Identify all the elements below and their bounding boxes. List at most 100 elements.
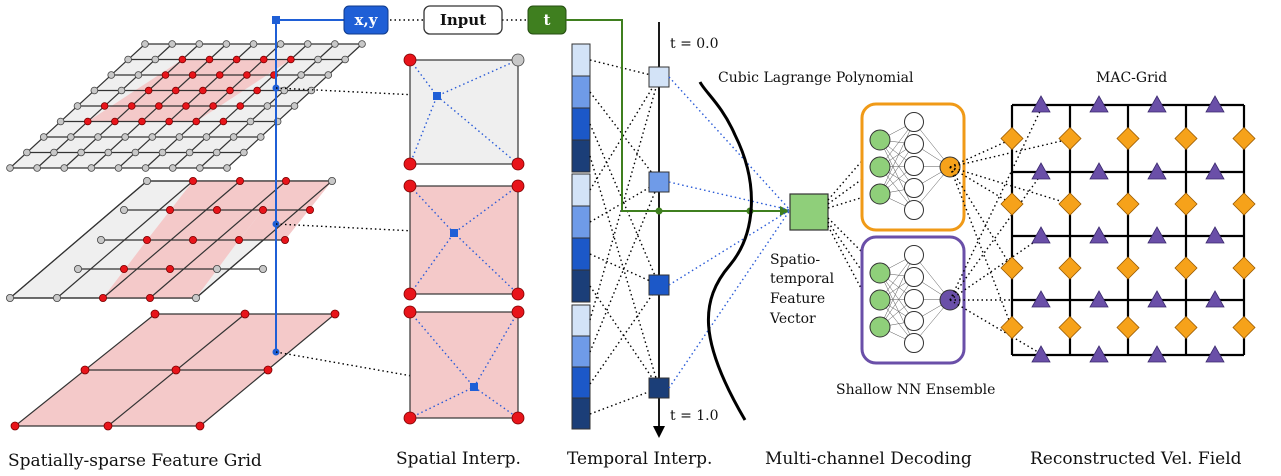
feature-grid-stack xyxy=(6,40,366,431)
v-velocity-triangle xyxy=(1089,345,1109,363)
u-velocity-diamond xyxy=(1174,192,1198,216)
fine-grid-node xyxy=(94,133,102,141)
nn-input-node xyxy=(869,316,891,338)
fine-grid-node xyxy=(199,86,207,95)
input-label: Input xyxy=(440,11,486,29)
fine-grid-node xyxy=(205,55,214,64)
fine-grid-node xyxy=(297,71,305,79)
nn-network-u xyxy=(869,112,961,220)
coarse-grid-nodes xyxy=(10,309,340,431)
fine-grid-node xyxy=(192,117,201,126)
fine-grid-node xyxy=(168,164,177,172)
xy-input-box: x,y xyxy=(343,5,389,35)
feature-vector-line-1: Spatio- xyxy=(770,252,820,268)
fine-grid-node xyxy=(185,148,194,157)
coarse-grid xyxy=(10,309,340,431)
v-velocity-triangle xyxy=(1205,162,1225,180)
v-velocity-triangle xyxy=(1147,95,1167,113)
caption-decoding: Multi-channel Decoding xyxy=(765,449,972,469)
fine-grid-node xyxy=(138,117,146,126)
fine-grid-node xyxy=(290,102,299,110)
fine-grid-node xyxy=(107,71,116,79)
fine-grid-node xyxy=(259,55,268,64)
fine-grid-node xyxy=(212,148,221,157)
caption-vel-field: Reconstructed Vel. Field xyxy=(1030,449,1242,469)
feature-vector-box xyxy=(789,193,829,231)
v-velocity-triangle xyxy=(1031,226,1051,244)
t-label: t xyxy=(544,11,551,29)
u-velocity-diamond xyxy=(1116,126,1140,151)
u-velocity-diamond xyxy=(1174,315,1198,340)
polynomial-label: Cubic Lagrange Polynomial xyxy=(718,70,914,86)
fine-grid-node xyxy=(249,40,258,48)
u-velocity-diamond xyxy=(1000,126,1024,151)
feature-vector-columns xyxy=(571,43,591,430)
v-velocity-triangle xyxy=(1205,226,1225,244)
v-velocity-triangle xyxy=(1089,290,1109,308)
fine-grid-node xyxy=(263,102,272,110)
caption-spatial-interp: Spatial Interp. xyxy=(396,449,521,469)
input-box: Input xyxy=(423,5,503,35)
fine-grid-node xyxy=(253,86,261,95)
fine-grid-node xyxy=(77,148,85,157)
fine-grid-node xyxy=(141,164,150,172)
nn-input-node xyxy=(869,262,891,284)
v-velocity-triangle xyxy=(1205,290,1225,308)
u-velocity-diamond xyxy=(1232,315,1256,340)
u-velocity-diamond xyxy=(1174,256,1198,280)
fine-grid-node xyxy=(171,86,180,95)
fine-grid-node xyxy=(229,133,238,141)
v-velocity-triangle xyxy=(1031,95,1051,113)
fine-grid-node xyxy=(134,71,143,79)
time-axis: t = 0.0 t = 1.0 xyxy=(648,22,719,438)
fine-grid-node xyxy=(215,71,224,79)
v-velocity-triangle xyxy=(1205,95,1225,113)
nn-input-node xyxy=(869,129,891,151)
caption-temporal-interp: Temporal Interp. xyxy=(567,449,712,469)
v-velocity-triangle xyxy=(1147,290,1167,308)
fine-grid-node xyxy=(303,40,312,48)
lagrange-curve xyxy=(698,81,753,421)
fine-grid-node xyxy=(182,102,190,110)
fine-grid-node xyxy=(219,117,228,126)
nn-hidden-node xyxy=(904,200,924,220)
fine-grid-node xyxy=(324,71,333,79)
fine-grid-node xyxy=(83,117,92,126)
u-velocity-diamond xyxy=(1058,315,1082,340)
v-velocity-triangle xyxy=(1147,345,1167,363)
feature-vector-line-2: temporal xyxy=(770,271,835,287)
v-velocity-triangle xyxy=(1205,345,1225,363)
fine-grid-node xyxy=(117,86,126,95)
fine-grid-node xyxy=(56,117,65,126)
nn-hidden-node xyxy=(904,267,924,287)
u-velocity-diamond xyxy=(1232,256,1256,280)
feature-vector-label: Spatio- temporal Feature Vector xyxy=(769,252,835,327)
v-velocity-triangle xyxy=(1147,162,1167,180)
u-velocity-diamond xyxy=(1116,256,1140,280)
fine-grid-node xyxy=(276,40,285,48)
fine-grid-node xyxy=(67,133,75,141)
fine-grid-node xyxy=(331,40,339,48)
nn-hidden-node xyxy=(904,289,924,309)
u-velocity-diamond xyxy=(1000,256,1024,280)
fine-grid-node xyxy=(175,133,184,141)
fine-grid-node xyxy=(60,164,69,172)
caption-feature-grid: Spatially-sparse Feature Grid xyxy=(8,451,262,471)
nn-input-node xyxy=(869,156,891,178)
v-velocity-triangle xyxy=(1089,162,1109,180)
t-start-label: t = 0.0 xyxy=(670,36,719,52)
fine-grid-node xyxy=(358,40,366,48)
fine-grid-node xyxy=(121,133,129,141)
v-velocity-triangle xyxy=(1089,226,1109,244)
mac-grid-label: MAC-Grid xyxy=(1096,70,1167,86)
medium-grid xyxy=(6,176,336,302)
temporal-links xyxy=(589,59,660,415)
feature-vector-line-4: Vector xyxy=(769,311,816,327)
mac-grid xyxy=(1000,95,1256,363)
t-input-box: t xyxy=(527,5,567,35)
fine-grid xyxy=(6,40,366,172)
u-velocity-diamond xyxy=(1232,192,1256,216)
u-velocity-diamond xyxy=(1116,192,1140,216)
fine-grid-node xyxy=(314,55,322,64)
u-velocity-diamond xyxy=(1000,192,1024,216)
